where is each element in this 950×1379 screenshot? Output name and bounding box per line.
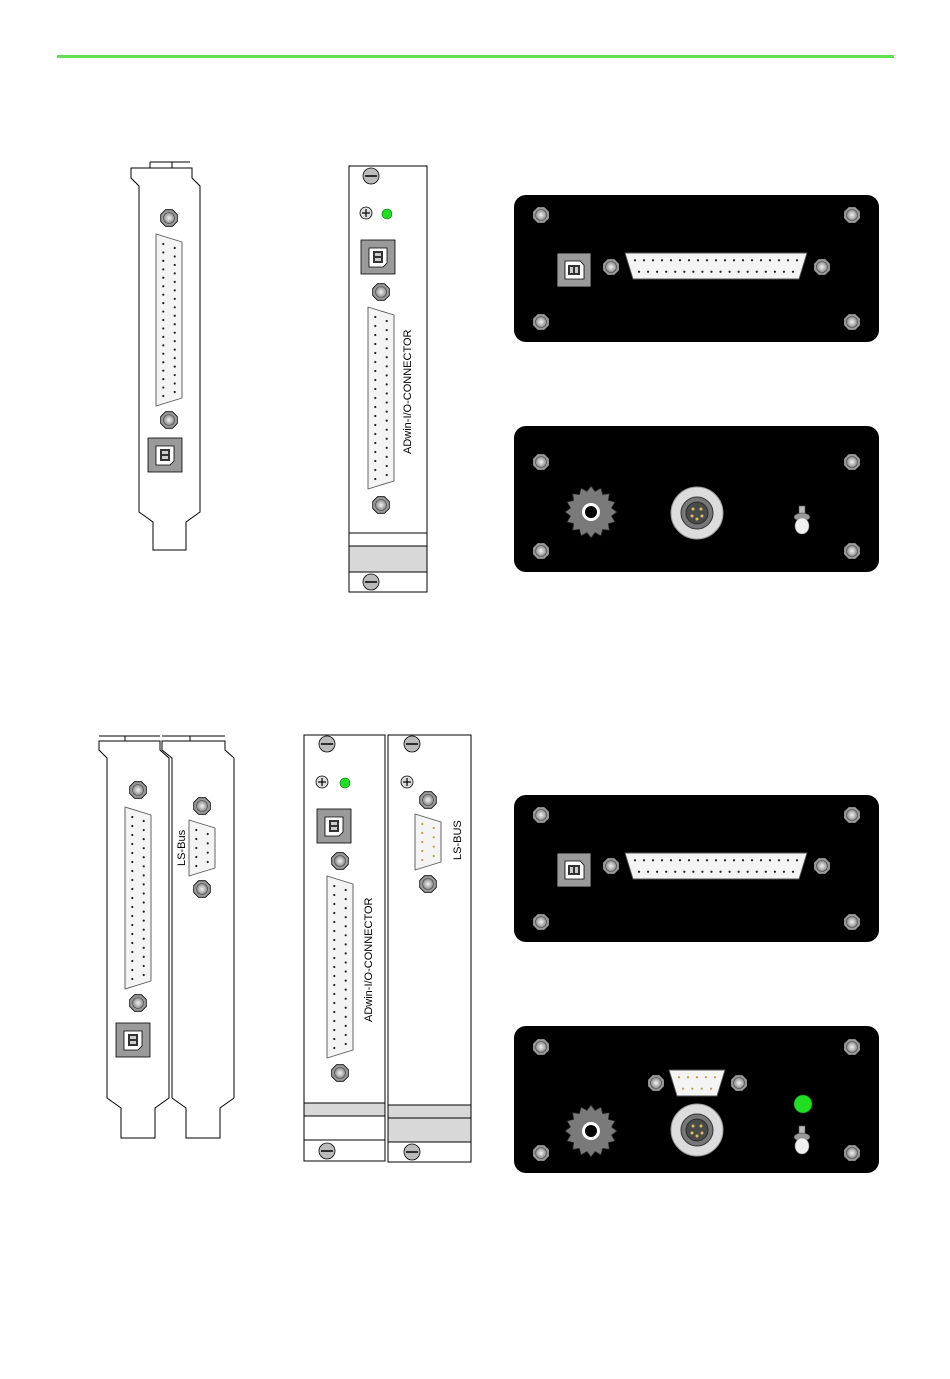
ground-screw-icon [316, 776, 328, 788]
screw-icon [161, 210, 178, 227]
screw-icon [844, 454, 861, 471]
power-jack-icon [565, 1105, 617, 1157]
screw-icon [533, 1145, 550, 1162]
usb-b-connector-icon [361, 240, 395, 274]
screw-icon [731, 1075, 748, 1092]
usb-b-connector-icon [116, 1023, 150, 1057]
front-panel-usb-dsub [514, 195, 879, 342]
screw-icon [814, 858, 831, 875]
dsub-37-connector-icon [156, 234, 182, 406]
ls-bus-bracket-label: LS-Bus [176, 829, 188, 866]
screw-icon [404, 736, 420, 752]
power-jack-icon [565, 486, 617, 538]
screw-icon [533, 807, 550, 824]
din-connector-icon [671, 487, 723, 539]
status-led-icon [794, 1095, 812, 1113]
screw-icon [130, 995, 147, 1012]
screw-icon [844, 1039, 861, 1056]
screw-icon [420, 876, 437, 893]
screw-icon [844, 207, 861, 224]
status-led-icon [382, 209, 392, 219]
screw-icon [420, 792, 437, 809]
dsub-37-connector-icon [625, 253, 807, 279]
module-card-bottom-right: LS-BUS [388, 735, 471, 1162]
ground-screw-icon [401, 776, 413, 788]
module-card-bottom-left: ADwin-I/O-CONNECTOR [304, 735, 385, 1161]
dsub-37-connector-icon [625, 853, 807, 879]
screw-icon [194, 881, 211, 898]
screw-icon [844, 1145, 861, 1162]
screw-icon [844, 914, 861, 931]
screw-icon [603, 259, 620, 276]
usb-b-connector-icon [148, 438, 182, 472]
din-connector-icon [671, 1104, 723, 1156]
screw-icon [373, 497, 390, 514]
module-card-top: ADwin-I/O-CONNECTOR [349, 166, 427, 592]
screw-icon [319, 1143, 335, 1159]
screw-icon [533, 914, 550, 931]
screw-icon [814, 259, 831, 276]
screw-icon [363, 168, 379, 184]
screw-icon [404, 1144, 420, 1160]
front-panel-power [514, 426, 879, 572]
front-panel-power-lsbus [514, 1026, 879, 1173]
screw-icon [533, 207, 550, 224]
dsub-9-connector-icon [415, 814, 441, 870]
screw-icon [648, 1075, 665, 1092]
screw-icon [161, 412, 178, 429]
screw-icon [130, 782, 147, 799]
dsub-9-connector-icon [189, 820, 215, 876]
screw-icon [533, 1039, 550, 1056]
screw-icon [844, 543, 861, 560]
usb-b-connector-icon [557, 253, 591, 287]
status-led-icon [340, 778, 350, 788]
screw-icon [844, 314, 861, 331]
pci-bracket-bottom-right: LS-Bus [162, 736, 234, 1138]
io-connector-label: ADwin-I/O-CONNECTOR [402, 329, 414, 454]
screw-icon [533, 314, 550, 331]
screw-icon [533, 454, 550, 471]
dsub-37-connector-icon [125, 807, 151, 989]
pci-bracket-bottom-left [99, 736, 169, 1138]
usb-b-connector-icon [557, 853, 591, 887]
io-connector-label: ADwin-I/O-CONNECTOR [363, 897, 375, 1022]
dsub-37-connector-icon [368, 307, 394, 489]
screw-icon [373, 284, 390, 301]
screw-icon [332, 1065, 349, 1082]
front-panel-usb-dsub-2 [514, 795, 879, 942]
screw-icon [194, 798, 211, 815]
dsub-37-connector-icon [327, 876, 353, 1058]
dsub-9-connector-icon [669, 1070, 725, 1096]
screw-icon [319, 736, 335, 752]
screw-icon [844, 807, 861, 824]
ls-bus-module-label: LS-BUS [452, 820, 464, 860]
ground-screw-icon [360, 207, 372, 219]
usb-b-connector-icon [317, 809, 351, 843]
screw-icon [533, 543, 550, 560]
pci-bracket-top [131, 162, 200, 550]
screw-icon [603, 858, 620, 875]
screw-icon [363, 574, 379, 590]
screw-icon [332, 853, 349, 870]
